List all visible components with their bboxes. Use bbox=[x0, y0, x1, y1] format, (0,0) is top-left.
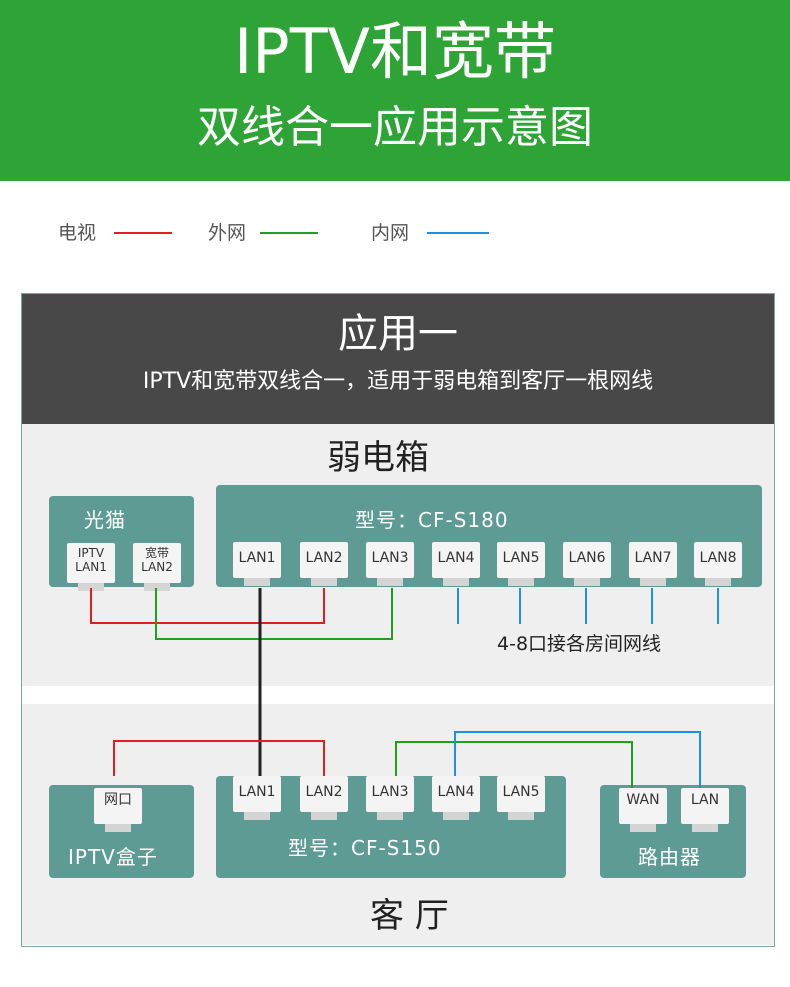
router-label: 路由器 bbox=[638, 845, 701, 869]
router-port-lan: LAN bbox=[681, 788, 729, 824]
s180-port-7: LAN7 bbox=[629, 542, 677, 578]
application-title: 应用一 bbox=[338, 311, 458, 357]
iptv-box-port-notch bbox=[105, 824, 131, 832]
modem-port-iptv: IPTV LAN1 bbox=[67, 543, 115, 583]
s180-port-4-label: LAN4 bbox=[437, 550, 475, 566]
s150-port-4-label: LAN4 bbox=[437, 784, 475, 800]
router-port-lan-label: LAN bbox=[690, 792, 720, 808]
s150-port-5: LAN5 bbox=[497, 776, 545, 812]
wire-modem-broadband-to-lan3 bbox=[155, 588, 393, 640]
s180-port-5: LAN5 bbox=[497, 542, 545, 578]
modem-port-broadband-line1: 宽带 bbox=[144, 546, 169, 560]
router-port-lan-notch bbox=[692, 824, 718, 832]
s180-port-6: LAN6 bbox=[563, 542, 611, 578]
s180-port-5-label: LAN5 bbox=[502, 550, 540, 566]
s180-port-1-label: LAN1 bbox=[238, 550, 276, 566]
modem-port-broadband-line2: LAN2 bbox=[141, 560, 173, 574]
s180-port-8: LAN8 bbox=[694, 542, 742, 578]
s150-port-3: LAN3 bbox=[366, 776, 414, 812]
s180-port-7-label: LAN7 bbox=[634, 550, 672, 566]
s180-port-1-notch bbox=[244, 578, 270, 586]
s180-port-3-notch bbox=[377, 578, 403, 586]
s150-port-1-label: LAN1 bbox=[238, 784, 276, 800]
s150-port-5-label: LAN5 bbox=[502, 784, 540, 800]
modem-port-iptv-notch bbox=[78, 583, 104, 591]
application-description: IPTV和宽带双线合一，适用于弱电箱到客厅一根网线 bbox=[142, 369, 654, 394]
page-title: IPTV和宽带 bbox=[234, 15, 556, 88]
s150-port-2-notch bbox=[311, 812, 337, 820]
legend-line-external bbox=[260, 232, 318, 234]
s150-port-5-notch bbox=[508, 812, 534, 820]
wire-lan3-to-router-wan bbox=[395, 741, 633, 788]
s180-port-6-notch bbox=[574, 578, 600, 586]
router-port-wan-label: WAN bbox=[626, 792, 660, 808]
switch-cf-s150-model: 型号：CF-S150 bbox=[288, 836, 442, 860]
s150-port-1: LAN1 bbox=[233, 776, 281, 812]
wire-lan4-to-router-lan bbox=[454, 731, 701, 788]
legend-label-internal: 内网 bbox=[371, 222, 410, 244]
s180-port-8-label: LAN8 bbox=[699, 550, 737, 566]
router-port-wan-notch bbox=[630, 824, 656, 832]
s180-port-7-notch bbox=[640, 578, 666, 586]
s180-port-4: LAN4 bbox=[432, 542, 480, 578]
s180-port-2: LAN2 bbox=[300, 542, 348, 578]
wire-lan2-to-iptv-box bbox=[113, 740, 325, 776]
legend-line-internal bbox=[427, 232, 489, 234]
s150-port-2-label: LAN2 bbox=[305, 784, 343, 800]
s180-port-2-label: LAN2 bbox=[305, 550, 343, 566]
rooms-note: 4-8口接各房间网线 bbox=[497, 633, 662, 655]
optical-modem-label: 光猫 bbox=[84, 508, 126, 532]
iptv-box-port-label: 网口 bbox=[104, 792, 132, 808]
s180-port-1: LAN1 bbox=[233, 542, 281, 578]
s150-port-4: LAN4 bbox=[432, 776, 480, 812]
s180-port-3-label: LAN3 bbox=[371, 550, 409, 566]
iptv-box-port: 网口 bbox=[94, 788, 142, 824]
wire-modem-iptv-to-lan2 bbox=[90, 588, 325, 624]
s150-port-3-notch bbox=[377, 812, 403, 820]
s180-port-3: LAN3 bbox=[366, 542, 414, 578]
living-room-title: 客 厅 bbox=[370, 896, 449, 936]
iptv-box-label: IPTV盒子 bbox=[68, 845, 158, 869]
s150-port-1-notch bbox=[244, 812, 270, 820]
modem-port-broadband: 宽带 LAN2 bbox=[133, 543, 181, 583]
application-banner bbox=[22, 294, 774, 424]
page-subtitle: 双线合一应用示意图 bbox=[197, 102, 593, 153]
s180-port-6-label: LAN6 bbox=[568, 550, 606, 566]
s150-port-2: LAN2 bbox=[300, 776, 348, 812]
weak-box-title: 弱电箱 bbox=[327, 438, 429, 478]
s150-port-3-label: LAN3 bbox=[371, 784, 409, 800]
legend-label-tv: 电视 bbox=[58, 222, 97, 244]
s180-port-8-notch bbox=[705, 578, 731, 586]
router-port-wan: WAN bbox=[619, 788, 667, 824]
s180-port-5-notch bbox=[508, 578, 534, 586]
s180-port-2-notch bbox=[311, 578, 337, 586]
header-banner bbox=[0, 0, 790, 181]
modem-port-iptv-line2: LAN1 bbox=[75, 560, 107, 574]
s150-port-4-notch bbox=[443, 812, 469, 820]
s180-port-4-notch bbox=[443, 578, 469, 586]
modem-port-iptv-line1: IPTV bbox=[77, 546, 105, 560]
legend-label-external: 外网 bbox=[208, 222, 247, 244]
switch-cf-s180-model: 型号：CF-S180 bbox=[355, 508, 509, 532]
modem-port-broadband-notch bbox=[144, 583, 170, 591]
legend-line-tv bbox=[114, 232, 172, 234]
